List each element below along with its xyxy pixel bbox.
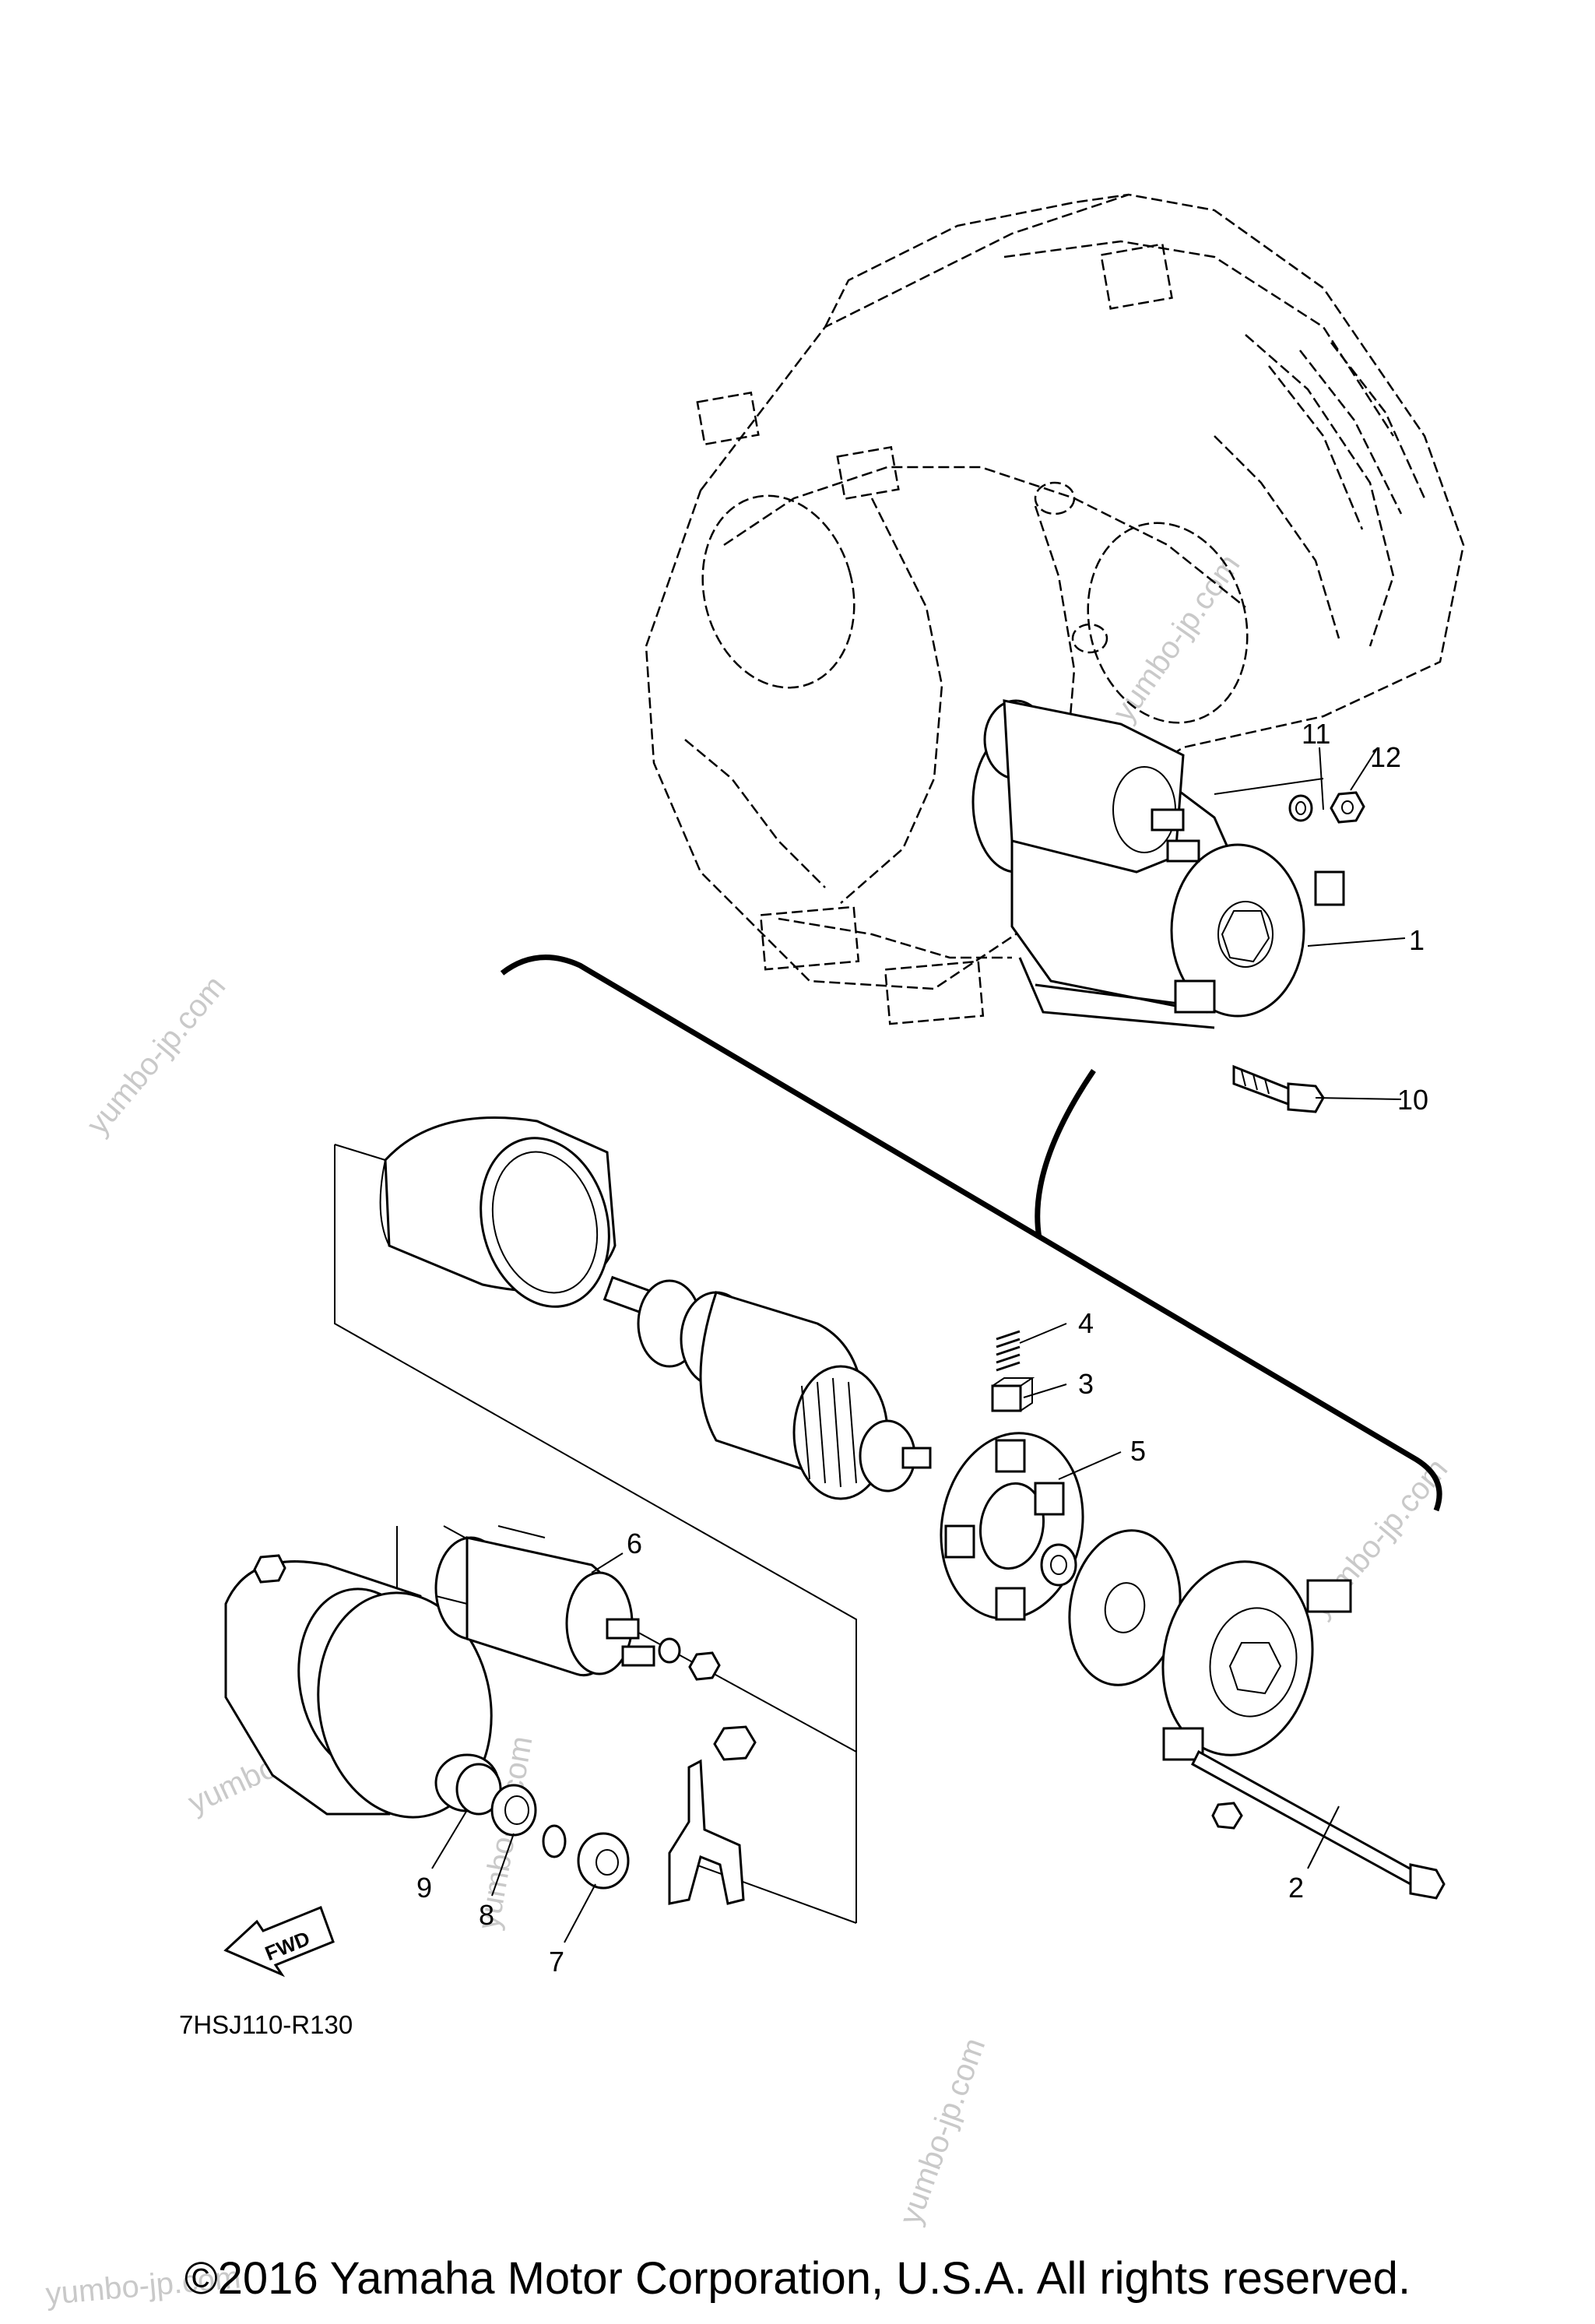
yoke <box>379 1116 617 1308</box>
bushing-9 <box>434 1753 502 1816</box>
collar-7 <box>577 1832 630 1890</box>
copyright-notice: ©2016 Yamaha Motor Corporation, U.S.A. A… <box>184 2253 1411 2304</box>
seal-8 <box>490 1784 537 1837</box>
through-bolt-2 <box>1191 1749 1446 1900</box>
starter-motor-assembly <box>971 699 1345 1029</box>
fwd-arrow: FWD <box>223 1906 335 1978</box>
callout-3: 3 <box>1078 1368 1094 1400</box>
terminal-washer <box>658 1637 681 1664</box>
brush-3 <box>991 1377 1035 1412</box>
bushing <box>1040 1543 1077 1587</box>
spring-4 <box>996 1330 1021 1372</box>
callout-12: 12 <box>1370 741 1401 773</box>
callout-6: 6 <box>627 1528 642 1559</box>
watermark: yumbo-jp.com <box>893 2034 992 2229</box>
explosion-bracket <box>500 955 1442 1512</box>
crankcase-outline <box>645 193 1465 1025</box>
armature <box>603 1275 932 1500</box>
callout-7: 7 <box>549 1946 564 1978</box>
callout-9: 9 <box>416 1872 432 1904</box>
callout-8: 8 <box>479 1899 494 1931</box>
drive-housing <box>224 1554 493 1819</box>
nut-12 <box>1330 791 1365 824</box>
thrust-washer <box>1068 1529 1182 1686</box>
rear-cover <box>1161 1560 1352 1761</box>
callout-2: 2 <box>1288 1872 1304 1904</box>
callout-1: 1 <box>1409 924 1425 956</box>
magnetic-switch-6 <box>434 1525 655 1676</box>
callout-numbers: 1 2 3 4 5 6 7 8 9 10 11 12 <box>416 718 1428 1978</box>
washer-11 <box>1288 794 1313 822</box>
terminal-nut <box>688 1651 721 1681</box>
terminal-nut-large <box>713 1725 757 1761</box>
shift-lever <box>668 1759 745 1905</box>
exploded-frame <box>334 1144 857 1924</box>
callout-4: 4 <box>1078 1307 1094 1339</box>
callout-10: 10 <box>1397 1084 1428 1116</box>
watermark: yumbo-jp.com <box>80 969 232 1141</box>
o-ring <box>542 1824 567 1858</box>
callout-11: 11 <box>1302 718 1330 750</box>
callout-5: 5 <box>1130 1435 1146 1467</box>
diagram-code: 7HSJ110-R130 <box>179 2010 353 2039</box>
bolt-10 <box>1232 1064 1325 1113</box>
leader-lines <box>431 747 1406 1943</box>
